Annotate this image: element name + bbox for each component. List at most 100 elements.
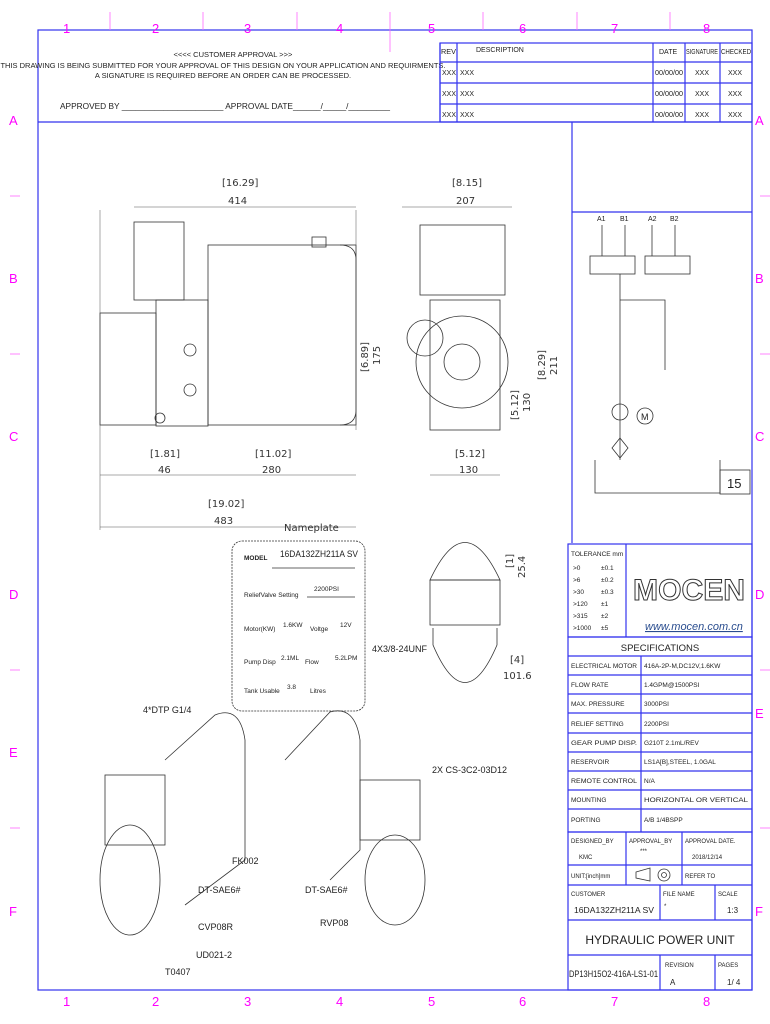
projection-symbol-icon: [635, 867, 671, 882]
title-block: DESIGNED_BY KMC APPROVAL_BY *** APPROVAL…: [567, 831, 753, 991]
drawing-line: [636, 407, 654, 425]
label-titleblock-pages_label: PAGES: [718, 963, 738, 969]
label-dimensions-base_h_mm: 130: [522, 393, 533, 412]
label-zones-rows-1: B: [755, 271, 764, 286]
label-titleblock-scale_label: SCALE: [718, 892, 738, 898]
label-schematic-motor: M: [641, 412, 649, 422]
tolerance-block: TOLERANCE mm >0±0.1 >6±0.2 >30±0.3 >120±…: [567, 543, 753, 638]
label-nameplate-motor: 1.6KW: [283, 622, 303, 629]
label-titleblock-approval: ***: [640, 849, 648, 855]
zone-1: 1: [63, 21, 70, 36]
label-callouts-coils: 2X CS-3C2-03D12: [432, 765, 507, 775]
label-schematic-ports-3: B2: [670, 216, 679, 223]
label-tolerance-rows-4-1: ±2: [601, 613, 609, 620]
label-dimensions-side_width_in: [8.15]: [452, 178, 482, 189]
drawing-line: [419, 224, 506, 296]
zone-8: 8: [703, 21, 710, 36]
revision-table: REV DESCRIPTION DATE SIGNATURE CHECKED X…: [439, 42, 753, 123]
approved-by-line: APPROVED BY ______________________ APPRO…: [60, 101, 390, 111]
label-revisions-rows-1-2: 00/00/00: [655, 91, 683, 98]
label-zones-columns-1: 2: [152, 994, 159, 1009]
label-callouts-fk: FK002: [232, 856, 259, 866]
label-zones-columns-5: 6: [519, 994, 526, 1009]
label-titleblock-approval_label: APPROVAL_BY: [629, 839, 672, 845]
drawing-number: DP13H15O2-416A-LS1-01: [569, 969, 658, 980]
isometric-views: 4*DTP G1/4 2X CS-3C2-03D12 FK002 DT-SAE6…: [99, 705, 507, 977]
approval-heading: <<<< CUSTOMER APPROVAL >>>: [174, 50, 293, 59]
drawing-line: [104, 774, 166, 846]
label-zones-columns-0: 1: [63, 994, 70, 1009]
approval-line1: THIS DRAWING IS BEING SUBMITTED FOR YOUR…: [0, 61, 445, 70]
label-schematic-ports-1: B1: [620, 216, 629, 223]
label-specs-rows-6-1: N/A: [644, 778, 656, 785]
drawing-line: [719, 469, 751, 495]
label-dimensions-end_w_in: [4]: [510, 655, 524, 666]
label-callouts-cvp: CVP08R: [198, 922, 234, 932]
label-dimensions-motor_mm: 46: [158, 465, 171, 476]
label-revisions-rows-0-3: XXX: [695, 70, 709, 77]
label-callouts-ports: 4*DTP G1/4: [143, 705, 191, 715]
label-nameplate-tank: 3.8: [287, 684, 296, 691]
label-specs-rows-0-0: ELECTRICAL MOTOR: [571, 663, 637, 670]
label-specs-rows-7-1: HORIZONTAL OR VERTICAL: [644, 797, 748, 804]
label-nameplate-model: 16DA132ZH211A SV: [280, 549, 358, 559]
label-zones-rows-1: B: [9, 271, 18, 286]
label-dimensions-side_width_mm: 207: [456, 196, 475, 207]
label-zones-rows-0: A: [9, 113, 18, 128]
label-revisions-headers-1: DESCRIPTION: [476, 47, 524, 54]
label-callouts-t: T0407: [165, 967, 191, 977]
label-tolerance-rows-2-1: ±0.3: [601, 589, 614, 596]
nameplate: MODEL 16DA132ZH211A SV ReliefValve Setti…: [231, 540, 366, 712]
label-titleblock-refer: REFER TO: [685, 874, 715, 880]
label-dimensions-total_h_in: [8.29]: [537, 350, 548, 380]
label-dimensions-end_h_mm: 25.4: [517, 556, 528, 578]
label-nameplate-flow: 5.2LPM: [335, 655, 357, 662]
label-revisions-rows-1-3: XXX: [695, 91, 709, 98]
label-nameplate-pump: 2.1ML: [281, 655, 299, 662]
drawing-line: [10, 12, 770, 829]
zone-3: 3: [244, 21, 251, 36]
label-dimensions-base_w_mm: 130: [459, 465, 478, 476]
label-zones-rows-5: F: [755, 904, 763, 919]
label-tolerance-rows-1-1: ±0.2: [601, 577, 614, 584]
label-tolerance-rows-0-0: >0: [573, 565, 581, 572]
label-titleblock-date: 2018/12/14: [692, 855, 723, 861]
zone-5: 5: [428, 21, 435, 36]
drawing-line: [635, 867, 651, 882]
label-zones-rows-0: A: [755, 113, 764, 128]
label-specs-rows-2-0: MAX. PRESSURE: [571, 701, 625, 708]
label-specs-rows-4-0: GEAR PUMP DISP.: [571, 740, 637, 747]
drawing-line: [415, 315, 509, 409]
label-dimensions-nameplate_note: Nameplate: [284, 523, 339, 534]
drawing-line: [155, 299, 209, 427]
label-titleblock-unit: UNIT:[inch]mm: [571, 874, 610, 880]
label-callouts-ud: UD021-2: [196, 950, 232, 960]
label-dimensions-total_in: [19.02]: [208, 499, 245, 510]
drawing-line: [661, 872, 667, 878]
label-titleblock-revision: A: [670, 978, 676, 987]
drawing-line: [432, 628, 498, 683]
drawing-line: [611, 437, 629, 459]
label-zones-rows-4: E: [755, 706, 764, 721]
label-specs-rows-1-0: FLOW RATE: [571, 682, 609, 689]
sheet-border: [37, 29, 753, 991]
drawing-line: [99, 312, 157, 426]
label-nameplate-motor_label: Motor(KW): [244, 626, 275, 633]
label-dimensions-tank_in: [11.02]: [255, 449, 292, 460]
label-revisions-rows-0-4: XXX: [728, 70, 742, 77]
drawing-line: [183, 343, 197, 357]
drawing-line: [164, 712, 246, 906]
front-view: [16.29] 414 [1.81] 46 [11.02] 280 [19.02…: [99, 178, 383, 534]
label-specs-rows-5-0: RESERVOIR: [571, 759, 609, 766]
label-revisions-rows-1-4: XXX: [728, 91, 742, 98]
label-schematic-ports-2: A2: [648, 216, 657, 223]
drawing-line: [406, 319, 444, 357]
drawing-line: [429, 579, 501, 626]
label-titleblock-designed: KMC: [579, 855, 593, 861]
label-zones-rows-4: E: [9, 745, 18, 760]
